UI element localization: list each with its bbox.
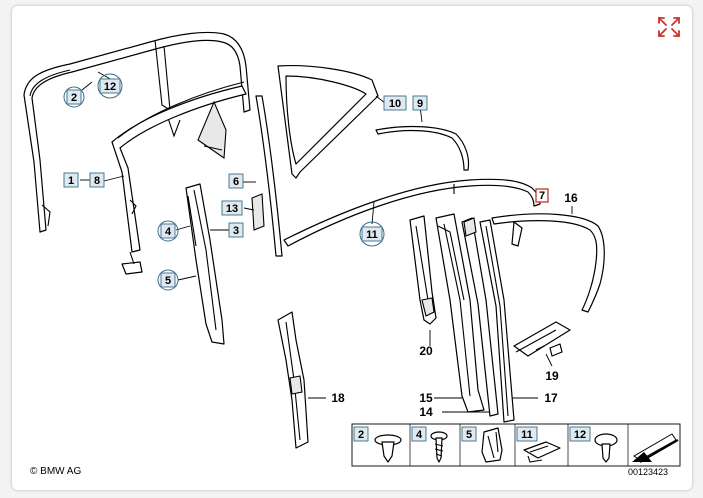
fastener-legend: 2 4 5 11 12 — [351, 423, 681, 467]
part-roof-seal — [283, 178, 541, 247]
svg-text:12: 12 — [104, 81, 116, 93]
part-lower-pillar-trim — [277, 311, 309, 449]
part-narrow-strip — [461, 217, 499, 417]
label-15: 15 — [419, 391, 433, 405]
label-17: 17 — [544, 391, 558, 405]
svg-text:11: 11 — [366, 229, 378, 241]
expand-icon-glyph — [658, 17, 680, 37]
part-outer-strip — [479, 219, 515, 423]
svg-text:5: 5 — [165, 275, 171, 287]
label-19: 19 — [545, 369, 559, 383]
callout-5: 5 — [157, 269, 179, 291]
svg-text:1: 1 — [68, 175, 74, 187]
svg-text:6: 6 — [233, 176, 239, 188]
part-pillar-trim — [185, 183, 225, 345]
svg-text:4: 4 — [416, 429, 423, 441]
label-14: 14 — [419, 405, 433, 419]
svg-text:8: 8 — [94, 175, 100, 187]
expand-icon[interactable] — [655, 14, 683, 40]
legend-item-screw: 4 — [411, 426, 448, 463]
callout-6: 6 — [228, 173, 244, 189]
callout-4: 4 — [157, 220, 179, 242]
svg-text:5: 5 — [466, 429, 472, 441]
callout-2: 2 — [63, 86, 85, 108]
svg-text:11: 11 — [521, 429, 533, 441]
callout-9: 9 — [412, 95, 428, 111]
diagram-code: 00123423 — [628, 467, 668, 477]
part-pillar-piece — [409, 215, 437, 325]
legend-item-clip-12: 12 — [569, 426, 618, 463]
part-b-pillar-seal — [111, 81, 247, 275]
part-corner-wedge — [197, 100, 227, 160]
svg-text:7: 7 — [539, 190, 545, 202]
svg-text:9: 9 — [417, 98, 423, 110]
callout-1: 1 — [63, 172, 79, 188]
label-18: 18 — [331, 391, 345, 405]
legend-arrow-symbol — [632, 433, 679, 463]
part-bracket-rail — [513, 321, 571, 357]
part-arched-seal — [491, 213, 605, 313]
part-upper-strip — [375, 125, 470, 171]
svg-text:10: 10 — [389, 98, 401, 110]
callout-7: 7 — [535, 188, 549, 203]
part-window-channel — [435, 213, 485, 413]
part-clip-block — [251, 193, 265, 231]
part-door-strip — [255, 95, 283, 257]
label-16: 16 — [564, 191, 578, 205]
callout-10: 10 — [383, 95, 407, 111]
svg-text:12: 12 — [574, 429, 586, 441]
svg-text:4: 4 — [165, 226, 172, 238]
callout-12: 12 — [97, 73, 123, 99]
callout-8: 8 — [89, 172, 105, 188]
callout-3: 3 — [228, 222, 244, 238]
legend-item-nut: 5 — [461, 426, 503, 463]
label-20: 20 — [419, 344, 433, 358]
svg-text:3: 3 — [233, 225, 239, 237]
callout-11: 11 — [359, 221, 385, 247]
legend-item-clip: 2 — [353, 426, 402, 463]
svg-text:13: 13 — [226, 203, 238, 215]
legend-item-retainer: 11 — [516, 426, 561, 463]
part-quarter-window-seal — [277, 65, 379, 179]
svg-text:2: 2 — [358, 429, 364, 441]
callout-13: 13 — [221, 200, 243, 216]
part-door-frame-seal — [23, 31, 251, 233]
copyright-text: © BMW AG — [30, 466, 81, 477]
svg-text:2: 2 — [71, 92, 77, 104]
